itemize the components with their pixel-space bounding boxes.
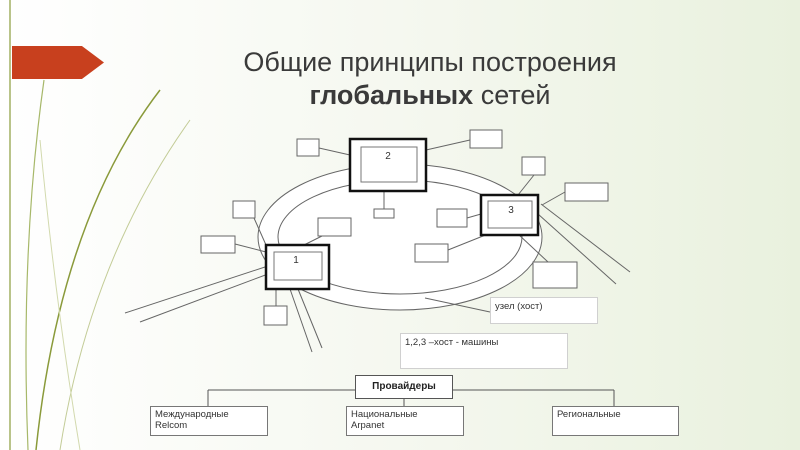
title-banner bbox=[12, 46, 104, 79]
node-box bbox=[296, 138, 320, 157]
node-boxes bbox=[200, 129, 609, 326]
category-example: Relcom bbox=[155, 420, 188, 431]
provider-national: Национальные Arpanet bbox=[346, 406, 464, 436]
host-3-number: 3 bbox=[508, 205, 514, 216]
provider-international: Международные Relcom bbox=[150, 406, 268, 436]
node-box bbox=[232, 200, 256, 219]
node-box bbox=[469, 129, 503, 149]
node-box bbox=[373, 208, 395, 219]
node-box bbox=[200, 235, 236, 254]
node-box bbox=[521, 156, 546, 176]
node-box bbox=[263, 305, 288, 326]
provider-regional: Региональные bbox=[552, 406, 679, 436]
title-line-2: глобальных сетей bbox=[180, 79, 680, 112]
node-box bbox=[414, 243, 449, 263]
host-2 bbox=[348, 137, 428, 193]
title-line-1: Общие принципы построения bbox=[243, 47, 617, 77]
title-rest: сетей bbox=[473, 80, 551, 110]
node-box bbox=[564, 182, 609, 202]
providers-box: Провайдеры bbox=[355, 375, 453, 399]
host-2-number: 2 bbox=[385, 151, 391, 162]
category-name: Региональные bbox=[557, 409, 621, 420]
category-name: Международные bbox=[155, 409, 229, 420]
host-1-number: 1 bbox=[293, 255, 299, 266]
node-box bbox=[317, 217, 352, 237]
category-example: Arpanet bbox=[351, 420, 385, 431]
connections bbox=[124, 139, 631, 353]
hosts-label: 1,2,3 –хост - машины bbox=[400, 333, 568, 369]
page-title: Общие принципы построения глобальных сет… bbox=[180, 46, 680, 112]
title-bold-word: глобальных bbox=[309, 80, 474, 110]
category-name: Национальные bbox=[351, 409, 418, 420]
node-label: узел (хост) bbox=[490, 297, 598, 324]
host-3 bbox=[479, 193, 540, 237]
node-box bbox=[532, 261, 578, 289]
host-1 bbox=[264, 243, 331, 291]
node-box bbox=[436, 208, 468, 228]
